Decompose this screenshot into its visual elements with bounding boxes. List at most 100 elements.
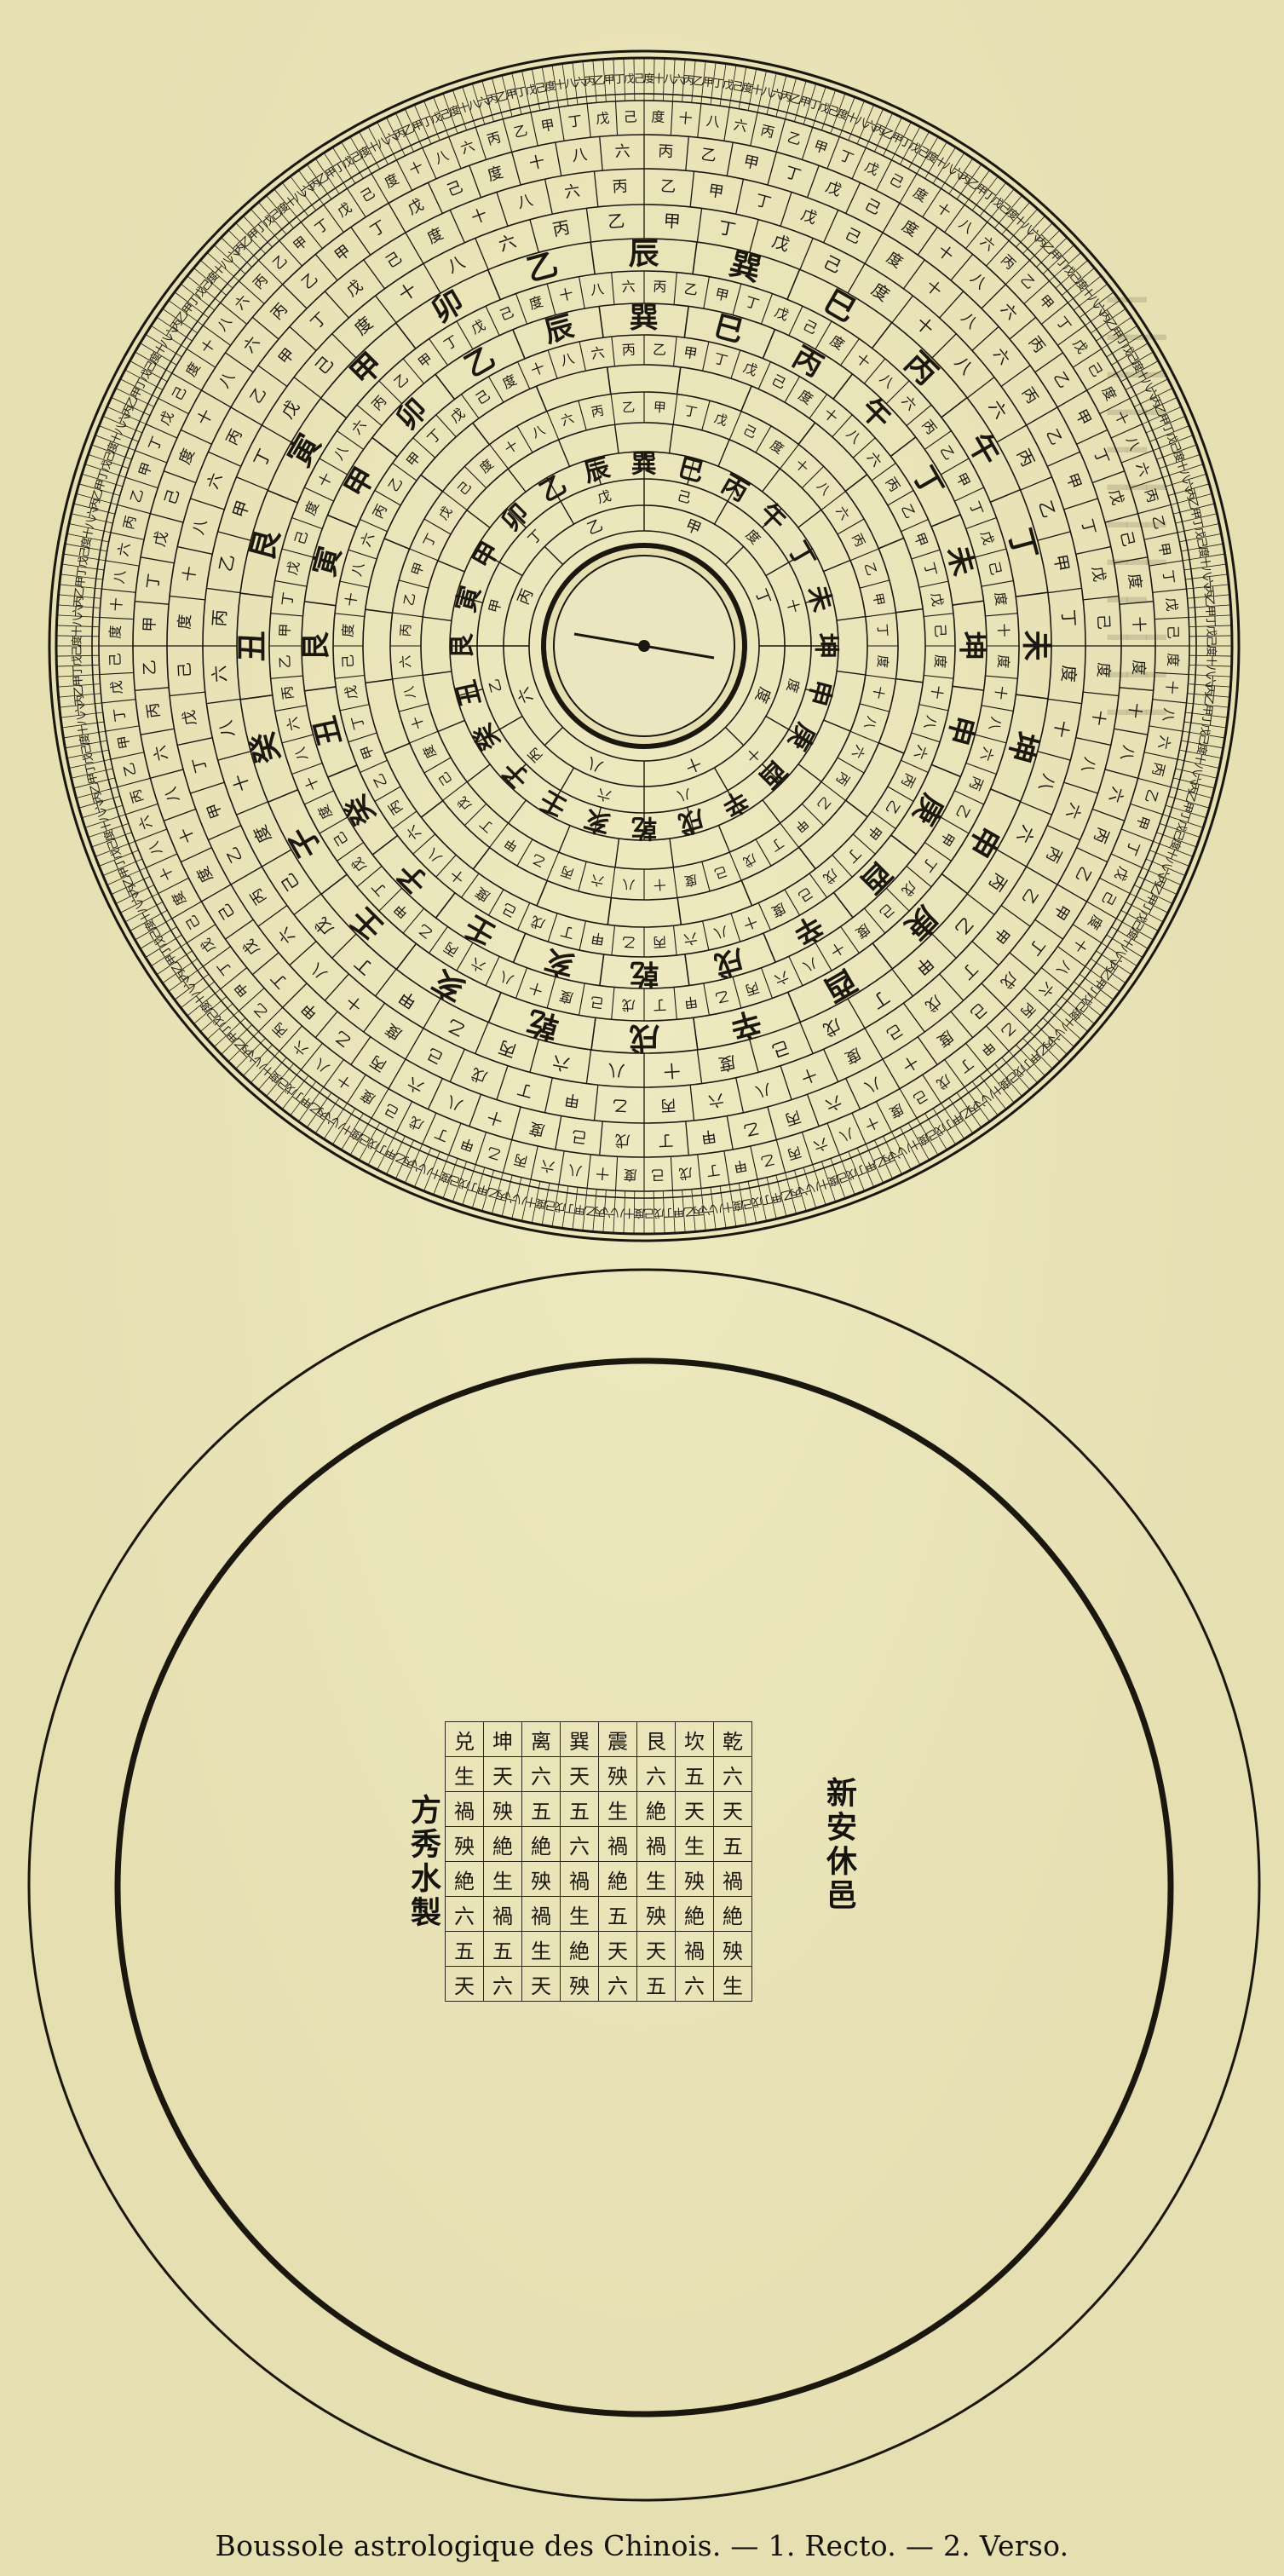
degree-tick: [1134, 885, 1173, 904]
degree-glyph: 甲: [298, 999, 321, 1023]
band-divider: [840, 338, 860, 366]
outer-band-divider: [105, 560, 140, 567]
band-divider: [217, 531, 251, 541]
outer-band-divider: [965, 1042, 988, 1070]
degree-glyph: 丁: [808, 98, 822, 113]
verso-outer-rim: [27, 1268, 1261, 2502]
degree-glyph: 丙: [1042, 844, 1065, 866]
degree-glyph: 十: [653, 876, 666, 892]
band-divider: [442, 781, 468, 801]
outer-band-divider: [346, 187, 366, 218]
degree-glyph: 丁: [854, 1161, 869, 1178]
degree-glyph: 八: [1190, 762, 1205, 775]
band-divider: [924, 613, 954, 618]
band-divider: [911, 549, 941, 560]
degree-glyph: 丙: [269, 1019, 291, 1040]
band-divider: [360, 519, 388, 533]
degree-tick: [1055, 1003, 1089, 1032]
degree-glyph: 戊: [977, 529, 997, 547]
band-divider: [726, 142, 734, 176]
band-divider: [696, 1049, 703, 1084]
degree-glyph: 八: [331, 442, 352, 463]
degree-tick: [924, 1113, 947, 1150]
degree-tick: [551, 65, 560, 107]
degree-tick: [1091, 308, 1126, 334]
degree-glyph: 乙: [223, 844, 246, 866]
outer-ring-char: 丑: [235, 631, 270, 661]
degree-glyph: 甲: [415, 350, 435, 372]
band-divider: [1104, 513, 1138, 523]
degree-glyph: 己: [78, 546, 93, 559]
degree-glyph: 六: [559, 410, 576, 429]
degree-tick: [700, 61, 706, 104]
band-divider: [784, 376, 800, 403]
degree-glyph: 十: [995, 623, 1012, 637]
grid-cell: 禍: [521, 1896, 561, 1932]
degree-glyph: 丁: [432, 1125, 451, 1145]
degree-glyph: 己: [473, 387, 493, 408]
degree-tick: [1137, 397, 1177, 416]
degree-glyph: 度: [486, 164, 505, 185]
degree-glyph: 丙: [486, 92, 500, 107]
degree-glyph: 戊: [109, 846, 125, 862]
degree-tick: [766, 1177, 777, 1219]
degree-tick: [1101, 942, 1137, 967]
degree-glyph: 乙: [937, 442, 959, 463]
band-divider: [940, 458, 970, 475]
band-divider: [767, 152, 777, 186]
outer-band-divider: [323, 204, 344, 233]
degree-tick: [747, 1181, 757, 1224]
degree-tick: [433, 1155, 450, 1196]
outer-band-divider: [697, 103, 702, 138]
outer-band-divider: [117, 777, 151, 788]
degree-glyph: 度: [1204, 645, 1218, 656]
degree-tick: [1189, 654, 1232, 657]
degree-glyph: 丁: [279, 591, 297, 607]
degree-glyph: 戊: [447, 405, 468, 426]
degree-glyph: 乙: [621, 934, 636, 951]
band-divider: [599, 954, 605, 986]
band-divider: [371, 436, 398, 458]
band-divider: [324, 973, 349, 1001]
degree-glyph: 丁: [1160, 569, 1177, 585]
band-divider: [950, 253, 974, 281]
degree-glyph: 十: [899, 1052, 921, 1075]
band-divider: [488, 376, 504, 403]
degree-glyph: 甲: [1180, 800, 1195, 815]
grid-cell: 五: [560, 1791, 599, 1827]
degree-tick: [572, 62, 579, 105]
band-divider: [337, 842, 365, 862]
degree-tick: [243, 1044, 273, 1076]
grid-cell: 六: [483, 1966, 522, 2002]
degree-tick: [462, 1164, 476, 1206]
band-divider: [689, 1085, 695, 1121]
degree-glyph: 六: [348, 417, 370, 437]
band-divider: [887, 490, 914, 506]
degree-glyph: 十: [751, 84, 764, 98]
grid-cell: 絶: [521, 1826, 561, 1862]
band-divider: [757, 361, 771, 389]
band-divider: [150, 513, 184, 523]
degree-glyph: 己: [796, 885, 816, 906]
band-divider: [872, 942, 893, 970]
band-divider: [954, 487, 985, 502]
degree-glyph: 八: [898, 1140, 913, 1156]
degree-glyph: 十: [816, 1175, 831, 1190]
degree-glyph: 度: [992, 591, 1010, 607]
degree-glyph: 丁: [567, 112, 583, 130]
band-divider: [762, 329, 776, 359]
degree-glyph: 丁: [312, 216, 332, 237]
degree-glyph: 戊: [343, 684, 360, 700]
outer-band-divider: [826, 136, 840, 170]
degree-tick: [442, 1158, 458, 1199]
degree-glyph: 己: [277, 870, 303, 896]
degree-glyph: 乙: [1071, 863, 1094, 885]
band-divider: [730, 913, 741, 942]
degree-tick: [492, 1173, 504, 1214]
outer-band-divider: [670, 101, 674, 135]
degree-glyph: 己: [107, 653, 124, 667]
band-divider: [374, 490, 401, 506]
band-divider: [1083, 595, 1120, 601]
degree-tick: [156, 950, 193, 976]
band-divider: [599, 1121, 603, 1155]
